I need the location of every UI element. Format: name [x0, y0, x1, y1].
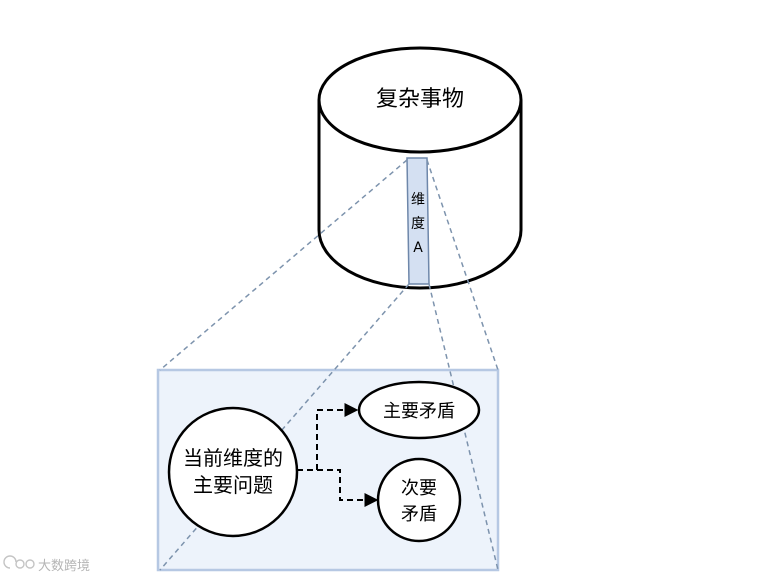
core-issue-node: 当前维度的 主要问题: [167, 406, 299, 538]
dimension-label-char-2: 度: [411, 216, 425, 232]
branch-connectors: [297, 403, 379, 507]
guide-line-top-right: [426, 159, 499, 371]
core-issue-line-2: 主要问题: [193, 473, 273, 497]
secondary-contradiction-line-2: 矛盾: [401, 504, 437, 525]
dimension-a-strip: 维 度 A: [406, 157, 430, 285]
primary-contradiction-node: 主要矛盾: [357, 380, 481, 440]
core-issue-circle: [167, 406, 299, 538]
primary-contradiction-ellipse: [357, 380, 481, 440]
watermark-text: 大数跨境: [38, 559, 90, 574]
cylinder-label: 复杂事物: [376, 87, 464, 112]
dimension-label-char-1: 维: [411, 192, 425, 208]
watermark-logo-icon: [3, 555, 35, 569]
arrow-to-secondary: [297, 469, 379, 507]
secondary-contradiction-line-1: 次要: [401, 478, 437, 499]
watermark: 大数跨境: [3, 555, 90, 574]
cylinder-top: [317, 46, 523, 154]
dimension-label-char-3: A: [413, 240, 423, 256]
projection-guides: [159, 159, 499, 571]
guide-line-top-left: [159, 159, 408, 371]
secondary-contradiction-node: 次要 矛盾: [376, 457, 462, 543]
primary-contradiction-label: 主要矛盾: [383, 401, 455, 422]
core-issue-line-1: 当前维度的: [183, 446, 283, 470]
secondary-contradiction-circle: [376, 457, 462, 543]
